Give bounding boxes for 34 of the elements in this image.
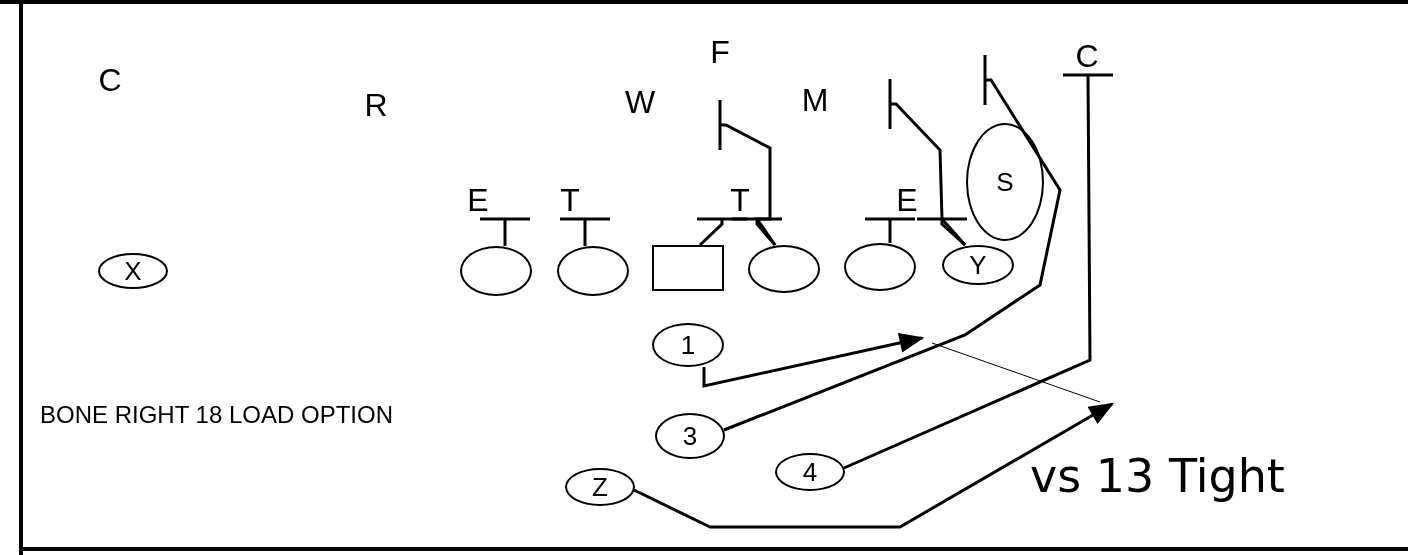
defender-letter: R [362, 89, 390, 121]
defender-letter: T [557, 184, 583, 216]
defender-letter: C [1073, 40, 1101, 72]
block-line [863, 217, 917, 243]
defender-letter: F [707, 36, 733, 68]
block-line [843, 73, 1115, 470]
route-arrow [633, 402, 1115, 529]
block-line [888, 77, 967, 246]
player-oval: S [966, 123, 1044, 241]
block-line [718, 98, 777, 246]
block-line [730, 217, 784, 246]
player-oval: 4 [775, 453, 845, 491]
player-oval: Y [942, 245, 1014, 285]
player-oval: 1 [652, 323, 724, 367]
route-arrow [702, 333, 925, 388]
block-line [915, 217, 969, 247]
defender-letter: E [464, 184, 492, 216]
defender-letter: C [96, 64, 124, 96]
play-name: BONE RIGHT 18 LOAD OPTION [40, 403, 393, 427]
player-oval [460, 246, 532, 296]
player-oval [748, 245, 820, 293]
player-oval [844, 243, 916, 291]
player-oval [557, 246, 629, 296]
block-line [723, 53, 1062, 432]
player-oval: X [98, 253, 168, 289]
block-line [478, 217, 532, 246]
defender-letter: E [893, 184, 921, 216]
block-line [558, 217, 612, 246]
defender-letter: W [624, 86, 656, 118]
defender-letter: M [799, 84, 831, 116]
player-oval: 3 [655, 413, 725, 459]
defender-letter: T [727, 184, 753, 216]
center-square [652, 245, 724, 291]
player-oval: Z [565, 468, 635, 506]
